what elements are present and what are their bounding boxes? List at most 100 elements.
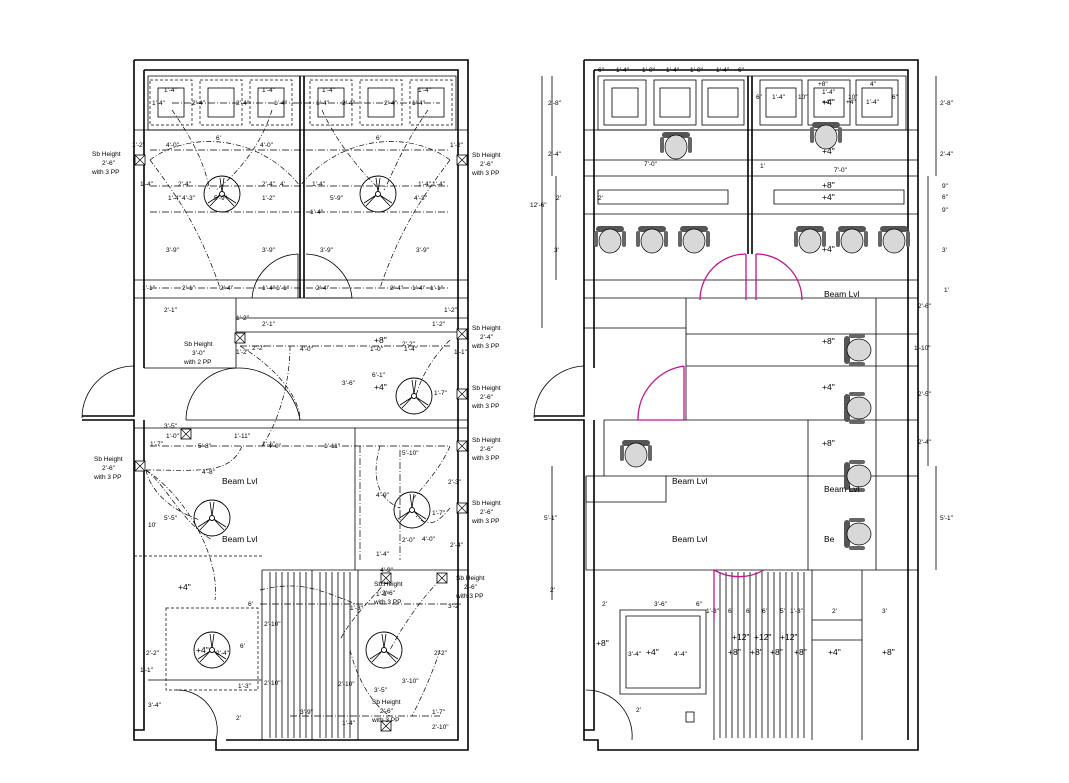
dimension-label: 1'-4" — [322, 87, 336, 94]
dimension-label: 3'-6" — [342, 380, 356, 387]
sb-height-note: with 3 PP — [373, 599, 401, 606]
level-label: +8" — [728, 647, 741, 657]
level-label: +4" — [178, 582, 191, 592]
dimension-label: 1'-4" — [164, 87, 178, 94]
dimension-label: 1' — [944, 287, 949, 294]
sb-height-note: 2'-6" — [480, 394, 494, 401]
sb-height-note: 2'-6" — [102, 465, 116, 472]
dimension-label: 1'-2" — [432, 321, 446, 328]
right-plan-light-boxes — [603, 79, 899, 126]
dimension-label: 2' — [556, 195, 561, 202]
sb-height-note: with 3 PP — [471, 343, 499, 350]
dimension-label: 2'-4" — [342, 100, 356, 107]
left-plan-dimension-labels: 1'-4"2'-4"2'-4"1'-4"1'-4"2'-4"2'-4"1'-4"… — [132, 87, 468, 731]
dimension-label: 2'-4" — [384, 100, 398, 107]
level-label: +8" — [822, 438, 835, 448]
right-plan-dim-lines — [541, 76, 937, 600]
dimension-label: 1'-7" — [432, 709, 446, 716]
dimension-label: 12'-6" — [530, 202, 547, 209]
dimension-label: 1'-2" — [450, 142, 464, 149]
dimension-label: 1'-11" — [234, 433, 251, 440]
dimension-label: 2' — [236, 715, 241, 722]
level-label: +4" — [646, 647, 659, 657]
dimension-label: 3'-5" — [374, 687, 388, 694]
dimension-label: 2'-8" — [940, 100, 954, 107]
dimension-label: 2'-4" — [450, 542, 464, 549]
dimension-label: 1'-4" — [412, 285, 426, 292]
dimension-label: 1'-4" — [310, 209, 324, 216]
sb-height-note: with 3 PP — [471, 170, 499, 177]
dimension-label: 3'-9" — [166, 247, 180, 254]
dimension-label: 2' — [832, 608, 837, 615]
dimension-label: 4'-0" — [260, 142, 274, 149]
dimension-label: 3'-5" — [164, 423, 178, 430]
dimension-label: 1'-3" — [350, 605, 364, 612]
beam-label: Beam Lvl — [672, 476, 708, 486]
dimension-label: 1'-1" — [454, 349, 468, 356]
dimension-label: 2'-10" — [432, 724, 449, 731]
dimension-label: 2'-8" — [548, 100, 562, 107]
level-label: +8" — [794, 647, 807, 657]
dimension-label: 3'-4" — [628, 651, 642, 658]
beam-label: Beam Lvl — [824, 289, 860, 299]
dimension-label: 4'-3" — [414, 195, 428, 202]
dimension-label: 1'-7" — [150, 441, 164, 448]
sb-height-note: with 3 PP — [371, 717, 399, 724]
dimension-label: 1'-7" — [434, 390, 448, 397]
left-plan-sb-notes: Sb Height 2'-6" with 3 PP Sb Height 2'-6" wit… — [91, 151, 501, 724]
dimension-label: 1'-3" — [790, 608, 804, 615]
dimension-label: 2'-2" — [146, 650, 160, 657]
dimension-label: 3' — [554, 247, 559, 254]
sb-height-note: 2'-6" — [480, 446, 494, 453]
dimension-label: +8" — [818, 81, 828, 88]
sb-height-note: with 3 PP — [93, 474, 121, 481]
dimension-label: 4'-8" — [202, 469, 216, 476]
sb-height-note: 2'-6" — [464, 584, 478, 591]
dimension-label: 7'-0" — [644, 161, 658, 168]
left-plan-wiring — [145, 102, 460, 717]
dimension-label: 1'-2" — [444, 307, 458, 314]
dimension-label: 2'-5" — [918, 391, 932, 398]
dimension-label: 6" — [892, 94, 899, 101]
dimension-label: 1'-0" — [642, 67, 656, 74]
dimension-label: 3'-2" — [448, 603, 462, 610]
dimension-label: 9" — [942, 207, 949, 214]
dimension-label: 2'-4" — [192, 100, 206, 107]
dimension-label: 2'-4" — [390, 285, 404, 292]
sb-height-note: Sb Height — [472, 325, 501, 332]
dimension-label: 4'-0" — [300, 346, 314, 353]
dimension-label: 6' — [376, 135, 381, 142]
dimension-label: 1'-2" — [236, 315, 250, 322]
dimension-label: 2'-1" — [262, 321, 276, 328]
level-label: +4" — [828, 647, 841, 657]
dimension-label: 1'-4" — [418, 87, 432, 94]
dimension-label: 1'-4" — [666, 67, 680, 74]
level-label: +4" — [822, 244, 835, 254]
dimension-label: 1'-4" — [412, 100, 426, 107]
dimension-label: 2'-6" — [918, 303, 932, 310]
dimension-label: 1'-4" — [432, 181, 446, 188]
dimension-label: 1'-4" — [274, 100, 288, 107]
right-plan-walls — [533, 59, 919, 751]
dimension-label: 1'-4" — [822, 89, 836, 96]
sb-height-note: Sb Height — [472, 152, 501, 159]
right-plan-doors — [637, 253, 803, 620]
beam-label: Beam Lvl — [824, 484, 860, 494]
dimension-label: 1'-4" — [418, 181, 432, 188]
sb-height-note: Sb Height — [374, 581, 403, 588]
level-label: +12" — [780, 632, 797, 642]
sb-height-note: 2'-6" — [480, 509, 494, 516]
dimension-label: 2' — [636, 707, 641, 714]
dimension-label: 1'-1" — [142, 285, 156, 292]
dimension-label: 1'-4" — [262, 285, 276, 292]
dimension-label: 2' — [602, 601, 607, 608]
dimension-label: +4" — [846, 99, 856, 106]
dimension-label: 2' — [550, 587, 555, 594]
dimension-label: 1'-4" — [152, 100, 166, 107]
sb-height-note: Sb Height — [372, 699, 401, 706]
level-label: +4" — [822, 192, 835, 202]
sb-height-note: 2'-4" — [480, 334, 494, 341]
dimension-label: 10" — [848, 94, 858, 101]
level-label: +8" — [822, 180, 835, 190]
